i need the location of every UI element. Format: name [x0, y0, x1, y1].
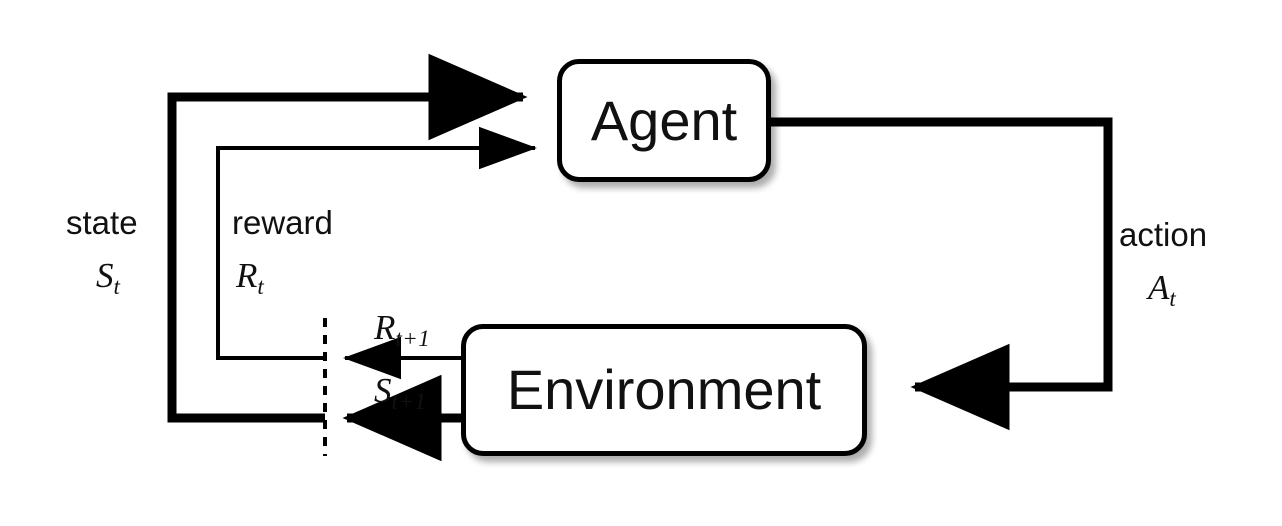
agent-node: Agent — [557, 59, 771, 182]
reward-edge-path — [216, 126, 537, 360]
reward-edge-word-label: reward — [232, 204, 333, 241]
environment-node: Environment — [461, 324, 867, 456]
state-edge-word-label: state — [66, 204, 138, 241]
reward-edge-symbol-label: Rt — [236, 256, 264, 298]
reward-next-symbol: R — [374, 308, 396, 347]
state-next-symbol: S — [374, 371, 392, 410]
reward-next-subscript: t+1 — [395, 326, 431, 351]
state-subscript: t — [113, 274, 121, 299]
state-edge-path — [167, 53, 528, 423]
reward-next-symbol-label: Rt+1 — [374, 308, 430, 350]
state-edge-symbol-label: St — [96, 256, 120, 298]
action-symbol: A — [1148, 268, 1170, 307]
environment-node-label: Environment — [506, 358, 822, 421]
action-subscript: t — [1169, 286, 1177, 311]
action-edge-path — [770, 117, 1113, 431]
state-symbol: S — [96, 256, 114, 295]
action-edge-symbol-label: At — [1148, 268, 1176, 310]
state-next-symbol-label: St+1 — [374, 371, 426, 413]
agent-node-label: Agent — [590, 88, 738, 152]
reward-symbol: R — [236, 256, 258, 295]
reward-subscript: t — [257, 274, 265, 299]
action-edge-word-label: action — [1119, 216, 1208, 253]
state-next-subscript: t+1 — [391, 389, 427, 414]
